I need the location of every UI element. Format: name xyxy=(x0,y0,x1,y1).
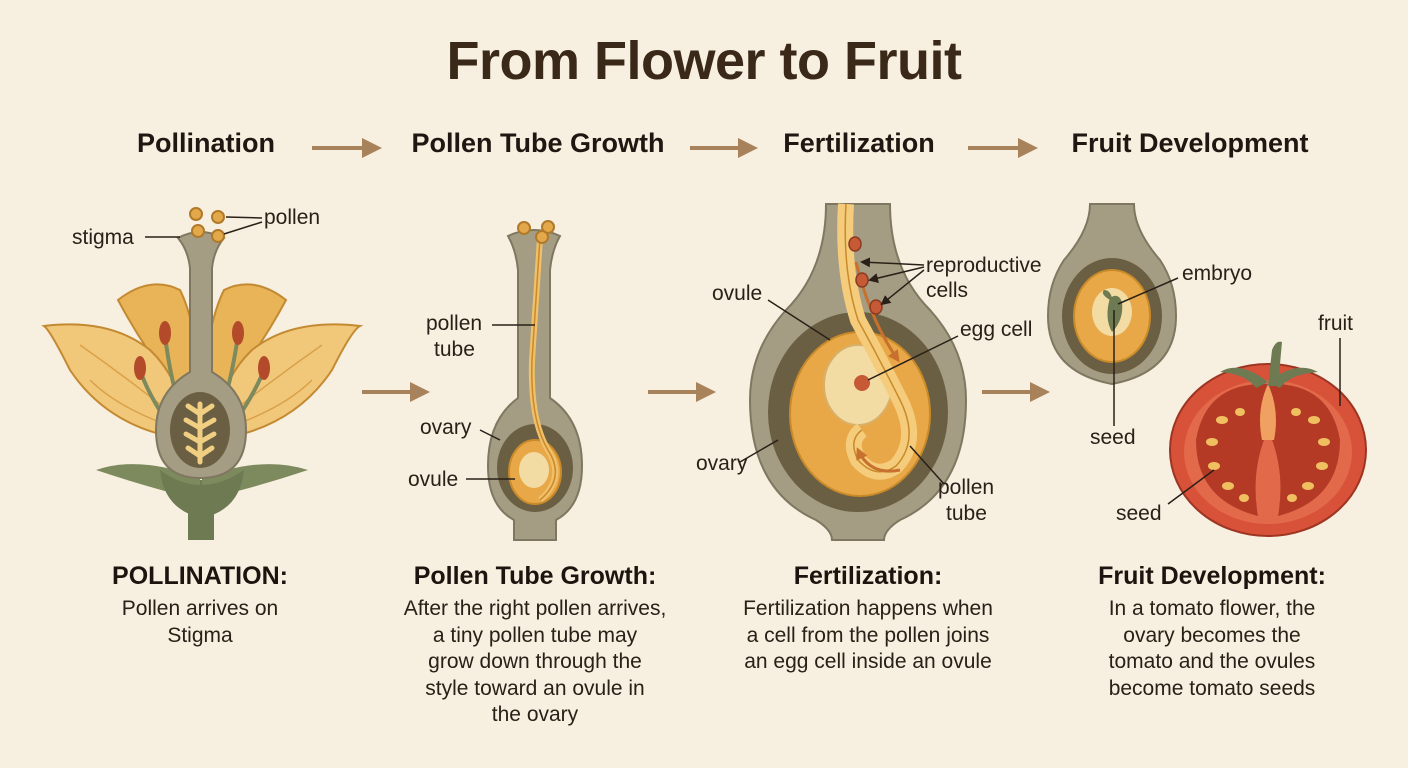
caption-line: a tiny pollen tube may xyxy=(432,623,638,647)
label-ovary-a: ovary xyxy=(420,416,472,439)
header-arrow-2 xyxy=(690,138,758,158)
step-fruit-development: Fruit Development xyxy=(1071,128,1309,158)
caption-line: an egg cell inside an ovule xyxy=(744,650,992,673)
caption-line: tomato and the ovules xyxy=(1108,650,1316,673)
caption-body-fruit-development: In a tomato flower, the ovary becomes th… xyxy=(1052,596,1372,702)
label-fruit: fruit xyxy=(1318,312,1353,335)
mid-arrow-2 xyxy=(648,382,716,402)
caption-line: a cell from the pollen joins xyxy=(746,623,990,647)
header-arrow-3 xyxy=(968,138,1038,158)
label-stigma: stigma xyxy=(72,226,134,249)
flower-illustration xyxy=(41,207,364,540)
label-pollen-tube-a2: tube xyxy=(434,338,475,361)
caption-line: style toward an ovule in xyxy=(425,676,645,700)
step-pollination: Pollination xyxy=(137,128,275,158)
tomato-illustration xyxy=(1167,338,1367,537)
label-ovary-b: ovary xyxy=(696,452,748,475)
header-arrow-1 xyxy=(312,138,382,158)
mid-arrows xyxy=(362,382,1050,402)
step-pollen-tube-growth: Pollen Tube Growth xyxy=(411,128,665,158)
label-seed-b: seed xyxy=(1116,502,1162,525)
diagram-title: From Flower to Fruit xyxy=(446,31,962,91)
mid-arrow-1 xyxy=(362,382,430,402)
caption-line: Fertilization happens when xyxy=(743,597,993,620)
caption-heading-pollen-tube: Pollen Tube Growth: xyxy=(413,562,657,590)
caption-line: become tomato seeds xyxy=(1108,676,1316,700)
caption-line: In a tomato flower, the xyxy=(1108,597,1316,620)
mid-arrow-3 xyxy=(982,382,1050,402)
caption-line: ovary becomes the xyxy=(1123,623,1301,647)
label-seed-a: seed xyxy=(1090,426,1136,449)
caption-body-pollination: Pollen arrives on Stigma xyxy=(40,596,360,649)
caption-line: Pollen arrives on xyxy=(121,597,279,620)
label-pollen-tube-a1: pollen xyxy=(426,312,482,335)
header-arrows xyxy=(312,138,1038,158)
caption-heading-fruit-development: Fruit Development: xyxy=(1098,562,1326,590)
caption-body-fertilization: Fertilization happens when a cell from t… xyxy=(708,596,1028,676)
label-pollen-tube-b2: tube xyxy=(946,502,987,525)
caption-heading-pollination: POLLINATION: xyxy=(112,562,288,590)
fertilization-illustration xyxy=(739,203,968,541)
label-embryo: embryo xyxy=(1182,262,1252,285)
label-ovule-a: ovule xyxy=(408,468,458,491)
caption-heading-fertilization: Fertilization: xyxy=(793,562,943,590)
ovary-with-embryo-illustration xyxy=(1046,203,1179,426)
caption-line: Stigma xyxy=(167,623,233,647)
pistil-illustration xyxy=(466,220,584,541)
label-reproductive-2: cells xyxy=(926,279,968,302)
caption-line: the ovary xyxy=(491,703,579,726)
step-fertilization: Fertilization xyxy=(783,128,935,158)
caption-body-pollen-tube: After the right pollen arrives, a tiny p… xyxy=(375,596,695,729)
label-ovule-b: ovule xyxy=(712,282,762,305)
label-reproductive-1: reproductive xyxy=(926,254,1042,277)
label-pollen: pollen xyxy=(264,206,320,229)
caption-line: grow down through the xyxy=(428,650,642,673)
label-egg-cell: egg cell xyxy=(960,318,1032,341)
caption-line: After the right pollen arrives, xyxy=(403,597,667,620)
label-pollen-tube-b1: pollen xyxy=(938,476,994,499)
